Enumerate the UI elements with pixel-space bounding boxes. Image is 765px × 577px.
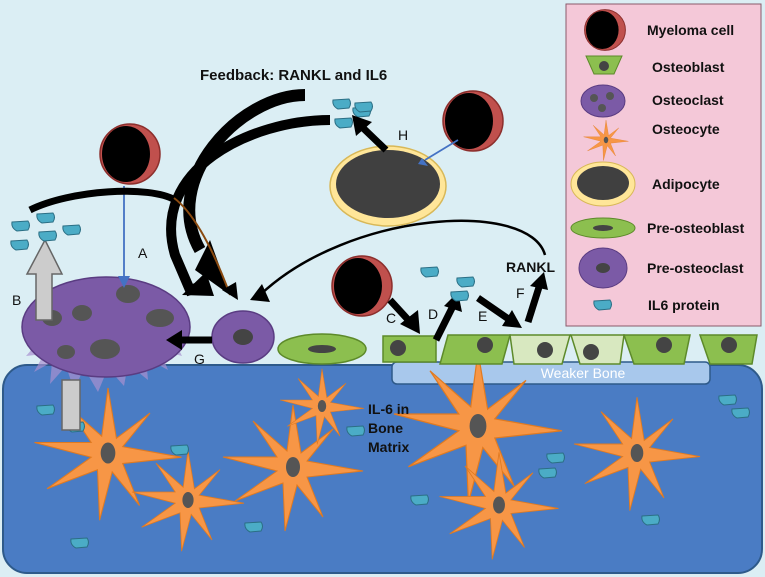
feedback-arrow-head — [182, 272, 214, 296]
il6-protein — [62, 224, 81, 236]
myeloma-cell-icon — [584, 9, 626, 51]
legend-label: Pre-osteoblast — [647, 220, 745, 236]
rankl-label: RANKL — [506, 259, 555, 275]
legend-item-pre-osteoblast: Pre-osteoblast — [570, 217, 745, 239]
osteoblast-nucleus — [721, 337, 737, 353]
osteoblast-nucleus — [537, 342, 553, 358]
il6-protein — [456, 276, 475, 288]
pre-osteoblast-nucleus — [308, 345, 336, 353]
arrow-f — [524, 282, 544, 324]
il6-protein — [244, 521, 263, 533]
il6-protein — [70, 537, 89, 549]
legend-label: Pre-osteoclast — [647, 260, 744, 276]
arrow-h-head — [352, 115, 372, 136]
label-d: D — [428, 306, 438, 322]
il6-protein — [36, 404, 55, 416]
il6-protein — [450, 290, 469, 302]
il6-protein — [10, 239, 29, 251]
arrow-d — [432, 302, 458, 342]
arrow-b-base — [61, 379, 81, 431]
il6-protein — [346, 425, 365, 437]
label-f: F — [516, 285, 525, 301]
il6-protein — [718, 394, 737, 406]
il6-protein — [641, 514, 660, 526]
bone-matrix — [2, 364, 763, 574]
feedback-arrow-thick — [183, 89, 306, 253]
legend-item-il6-protein: IL6 protein — [593, 297, 720, 313]
label-a: A — [138, 245, 148, 261]
il6-feedback-arrow — [28, 187, 177, 214]
il6-protein — [38, 230, 57, 242]
label-h: H — [398, 127, 408, 143]
label-b: B — [12, 292, 21, 308]
legend-label: Myeloma cell — [647, 22, 734, 38]
label-c: C — [386, 310, 396, 326]
osteoblast-nucleus — [583, 344, 599, 360]
il6-protein — [546, 452, 565, 464]
osteoclast — [21, 276, 191, 392]
thin-feedback-arrow — [173, 197, 231, 296]
myeloma-cell — [442, 90, 504, 152]
weaker-bone-label: Weaker Bone — [541, 365, 626, 381]
il6-matrix-label-line2: Bone — [368, 420, 403, 436]
osteoblast — [622, 334, 691, 365]
myeloma-cell — [99, 123, 161, 185]
legend-label: Osteoblast — [652, 59, 725, 75]
arrow-e-head — [502, 310, 522, 328]
legend-item-osteocyte: Osteocyte — [583, 119, 720, 161]
legend-item-osteoclast: Osteoclast — [580, 84, 724, 118]
osteoblast-nucleus — [390, 340, 406, 356]
il6-matrix-label-line1: IL-6 in — [368, 401, 409, 417]
osteoblast — [439, 334, 511, 365]
legend-item-myeloma-cell: Myeloma cell — [584, 9, 734, 51]
arrow-h — [359, 124, 389, 153]
il6-protein — [354, 101, 373, 113]
osteoblast-nucleus — [656, 337, 672, 353]
legend-item-adipocyte: Adipocyte — [570, 161, 720, 207]
il6-protein — [420, 266, 439, 278]
thin-arrow-head — [222, 282, 238, 300]
myeloma-cell — [331, 255, 393, 317]
osteoclast-icon — [580, 84, 626, 118]
il6-protein — [538, 467, 557, 479]
legend-label: IL6 protein — [648, 297, 720, 313]
il6-protein — [731, 407, 750, 419]
arrow-h-blue — [424, 139, 459, 161]
legend-label: Osteoclast — [652, 92, 724, 108]
legend-label: Osteocyte — [652, 121, 720, 137]
pre-osteoclast-nucleus — [233, 329, 253, 345]
il6-protein — [334, 117, 353, 129]
feedback-label: Feedback: RANKL and IL6 — [200, 67, 387, 84]
arrow-g-head — [166, 330, 182, 350]
il6-protein — [170, 444, 189, 456]
il6-protein — [332, 98, 351, 110]
arrow-f-head — [530, 272, 548, 290]
arrow-h-blue-head — [418, 158, 428, 166]
il6-protein-icon — [593, 299, 612, 311]
legend-item-pre-osteoclast: Pre-osteoclast — [578, 247, 744, 289]
arrow-a-head — [118, 276, 130, 288]
arrow-b — [25, 238, 64, 321]
feedback-arrow-thick-head — [195, 240, 230, 295]
il6-protein — [36, 212, 55, 224]
legend: Myeloma cell Osteoblast Osteoclast Osteo… — [565, 3, 762, 327]
il6-matrix-label-line3: Matrix — [368, 439, 409, 455]
rankl-feedback-arrow — [259, 219, 547, 296]
legend-item-osteoblast: Osteoblast — [585, 55, 725, 75]
arrow-e — [476, 295, 512, 323]
rankl-feedback-head — [250, 284, 270, 302]
osteoblast-nucleus — [477, 337, 493, 353]
label-g: G — [194, 351, 205, 367]
label-e: E — [478, 308, 487, 324]
arrow-c-head — [400, 310, 420, 334]
adipocyte-lipid-droplet — [336, 150, 440, 218]
legend-label: Adipocyte — [652, 176, 720, 192]
il6-protein — [410, 494, 429, 506]
il6-protein — [11, 220, 30, 232]
